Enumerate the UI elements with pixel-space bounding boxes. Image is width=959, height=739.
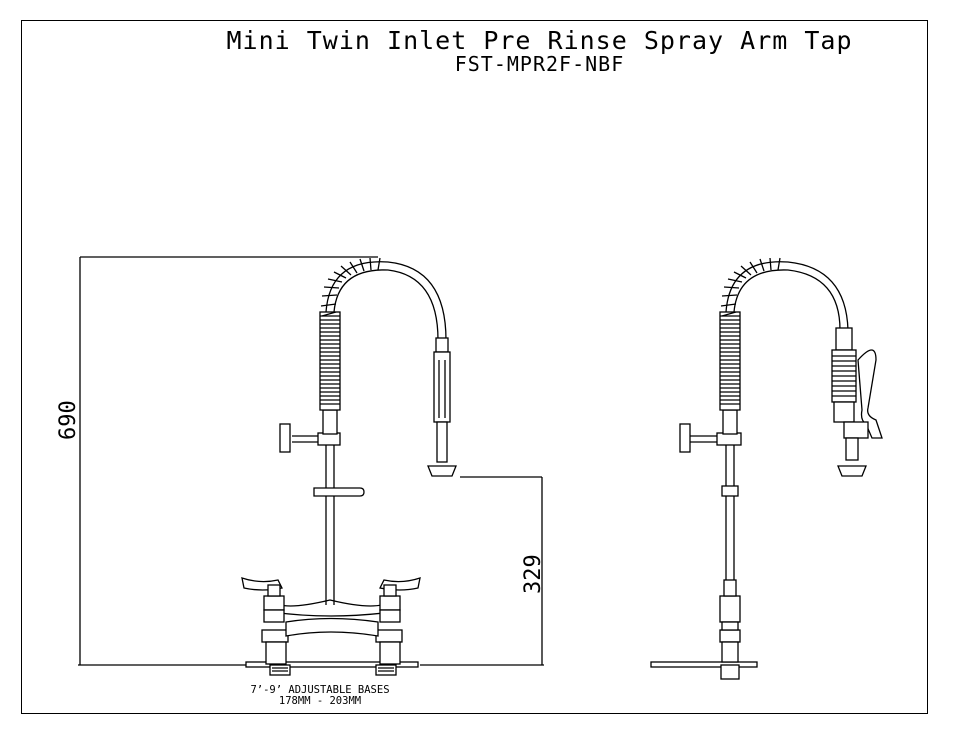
dimension-690 (78, 256, 378, 666)
model-number: FST-MPR2F-NBF (454, 52, 625, 76)
base-note-millimetres: 178MM - 203MM (278, 695, 362, 707)
dimension-690-label: 690 (56, 400, 81, 440)
drawing-frame (21, 20, 928, 714)
front-view-tap (241, 257, 457, 676)
base-note-inches: 7’-9’ ADJUSTABLE BASES (250, 684, 390, 696)
side-view-tap (650, 257, 883, 680)
dimension-329-label: 329 (521, 554, 546, 594)
spring-coils (320, 315, 856, 405)
dimension-329 (420, 476, 544, 666)
drawing-title: Mini Twin Inlet Pre Rinse Spray Arm Tap (226, 26, 853, 55)
